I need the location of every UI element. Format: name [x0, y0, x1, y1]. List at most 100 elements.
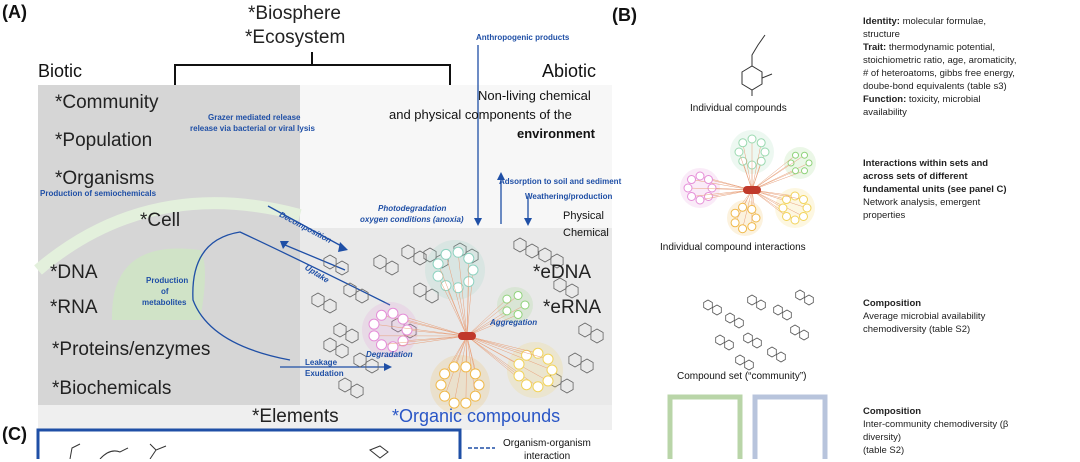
molecule-ring — [800, 330, 809, 340]
trait-text: thermodynamic potential, — [889, 42, 995, 53]
grazer-note-line1: Grazer mediated release — [208, 113, 301, 123]
function-text: toxicity, microbial — [909, 94, 981, 105]
ecosystem-label: *Ecosystem — [245, 27, 345, 49]
chemical-label: Chemical — [563, 227, 609, 239]
network-node — [704, 192, 712, 200]
network-node — [398, 336, 408, 346]
molecule-ring — [783, 310, 792, 320]
network-node — [688, 176, 696, 184]
network-node — [748, 135, 756, 143]
trait-line-2: # of heteroatoms, gibbs free energy, — [863, 67, 1016, 80]
row4-line-1: Inter-community chemodiversity (β — [863, 418, 1008, 431]
network-hub — [458, 332, 476, 340]
network-node — [802, 152, 808, 158]
network-node — [440, 391, 450, 401]
network-node — [377, 310, 387, 320]
degradation-note: Degradation — [366, 350, 413, 360]
production-metabolites-2: of — [161, 287, 169, 297]
network-node — [799, 196, 807, 204]
network-node — [799, 212, 807, 220]
function-text2: availability — [863, 106, 1016, 119]
ecosystem-bracket — [175, 52, 450, 85]
network-node — [514, 371, 524, 381]
network-node — [543, 354, 553, 364]
network-node — [449, 362, 459, 372]
network-node — [688, 192, 696, 200]
molecule-ring — [753, 338, 762, 348]
semiochemicals-note: Production of semiochemicals — [40, 189, 156, 199]
nonliving-line3: environment — [517, 126, 595, 141]
molecule-ring — [726, 313, 735, 323]
rna-label: *RNA — [50, 297, 98, 319]
molecule-ring — [777, 352, 786, 362]
molecule-ring — [735, 318, 744, 328]
molecule-ring — [725, 340, 734, 350]
network-node — [464, 277, 474, 287]
aggregation-note: Aggregation — [490, 318, 537, 328]
network-node — [543, 376, 553, 386]
network-node — [514, 359, 524, 369]
row3-title: Composition — [863, 298, 921, 309]
legend-line2: interaction — [524, 451, 570, 462]
proteins-label: *Proteins/enzymes — [52, 339, 210, 361]
leakage-note: Leakage — [305, 358, 337, 368]
molecule-ring — [744, 333, 753, 343]
network-node — [748, 205, 756, 213]
compound-interaction-network — [680, 130, 816, 236]
molecule-ring — [736, 355, 745, 365]
network-node — [514, 291, 522, 299]
panel-c-label: (C) — [2, 424, 27, 445]
network-node — [547, 365, 557, 375]
network-node — [470, 391, 480, 401]
compound-set-structures — [704, 290, 814, 370]
row4-line-2: diversity) — [863, 431, 1008, 444]
network-node — [388, 308, 398, 318]
molecule-ring — [805, 295, 814, 305]
network-node — [402, 325, 412, 335]
row2-line-1: Network analysis, emergent — [863, 196, 1007, 209]
network-node — [440, 369, 450, 379]
production-metabolites-1: Production — [146, 276, 188, 286]
molecule-ring — [768, 347, 777, 357]
panel-c-frame — [38, 430, 460, 459]
identity-text: molecular formulae, — [903, 16, 986, 27]
physical-label: Physical — [563, 210, 604, 222]
panel-b-label: (B) — [612, 5, 637, 26]
exudation-note: Exudation — [305, 369, 344, 379]
photodegradation-note-line2: oxygen conditions (anoxia) — [360, 215, 464, 225]
row2-line-2: properties — [863, 209, 1007, 222]
population-label: *Population — [55, 130, 152, 152]
network-node — [470, 369, 480, 379]
network-node — [739, 203, 747, 211]
row3-line-2: chemodiversity (table S2) — [863, 323, 985, 336]
elements-label: *Elements — [252, 406, 339, 428]
row2-bold-2: across sets of different — [863, 171, 968, 182]
molecule-ring — [748, 295, 757, 305]
network-node — [802, 168, 808, 174]
network-node — [474, 380, 484, 390]
panel-a-label: (A) — [2, 2, 27, 23]
trait-line-3: doube-bond equivalents (table s3) — [863, 80, 1016, 93]
panel-c-organism-sketches — [70, 444, 388, 459]
network-node — [779, 204, 787, 212]
network-node — [696, 196, 704, 204]
network-node — [731, 209, 739, 217]
network-node — [377, 340, 387, 350]
network-node — [684, 184, 692, 192]
row1-description: Identity: molecular formulae, structure … — [863, 15, 1016, 119]
biotic-label: Biotic — [38, 61, 82, 82]
community-label: *Community — [55, 92, 158, 114]
biochemicals-label: *Biochemicals — [52, 378, 171, 400]
row4-line-3: (table S2) — [863, 444, 1008, 457]
network-node — [783, 212, 791, 220]
network-node — [748, 223, 756, 231]
molecule-ring — [791, 325, 800, 335]
network-node — [806, 160, 812, 166]
molecule-ring — [757, 300, 766, 310]
row4-description: Composition Inter-community chemodiversi… — [863, 405, 1008, 457]
network-node — [433, 259, 443, 269]
network-node — [696, 172, 704, 180]
molecule-ring — [713, 305, 722, 315]
individual-compound-structure — [742, 35, 772, 96]
network-node — [503, 307, 511, 315]
